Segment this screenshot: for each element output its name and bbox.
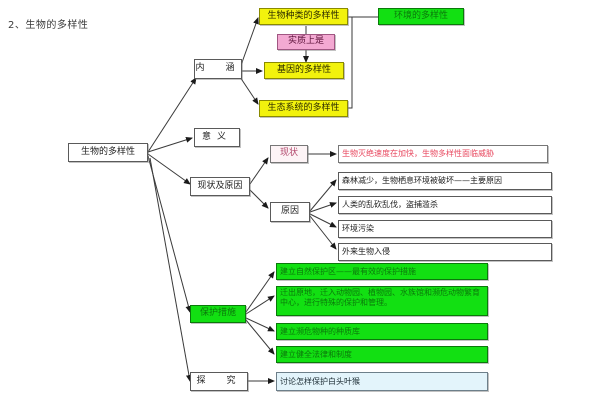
node-cause-1[interactable]: 森林减少，生物栖息环境被破坏——主要原因	[338, 172, 552, 190]
node-gene-diversity[interactable]: 基因的多样性	[264, 62, 344, 79]
node-significance[interactable]: 意义	[194, 128, 240, 147]
node-measures[interactable]: 保护措施	[190, 305, 246, 323]
node-cause-2[interactable]: 人类的乱砍乱伐，盗捕滥杀	[338, 196, 552, 214]
node-status-and-causes[interactable]: 现状及原因	[190, 177, 250, 196]
node-environment-diversity[interactable]: 环境的多样性	[378, 8, 464, 25]
node-measure-3[interactable]: 建立濒危物种的种质库	[276, 323, 488, 340]
node-status[interactable]: 现状	[270, 145, 308, 163]
node-essence-is[interactable]: 实质上是	[277, 34, 335, 50]
page-title: 2、生物的多样性	[8, 20, 89, 31]
node-status-label: 现状	[279, 148, 298, 159]
node-cause-3-label: 环境污染	[342, 224, 374, 233]
node-inquiry-detail[interactable]: 讨论怎样保护白头叶猴	[276, 372, 488, 391]
node-connotation[interactable]: 内 涵	[194, 59, 242, 79]
node-measure-2-label: 迁出原地，迁入动物园、植物园、水族馆和濒危动物繁育中心，进行特殊的保护和管理。	[280, 288, 480, 307]
node-cause-4[interactable]: 外来生物入侵	[338, 243, 552, 261]
node-measure-4[interactable]: 建立健全法律和制度	[276, 346, 488, 363]
node-species-diversity-label: 生物种类的多样性	[267, 10, 340, 21]
node-cause-1-label: 森林减少，生物栖息环境被破坏——主要原因	[342, 176, 502, 185]
node-connotation-label: 内 涵	[195, 63, 241, 74]
node-measure-1-label: 建立自然保护区——最有效的保护措施	[280, 266, 416, 276]
node-inquiry-label: 探 究	[196, 375, 242, 386]
node-environment-diversity-label: 环境的多样性	[393, 10, 448, 21]
node-measure-1[interactable]: 建立自然保护区——最有效的保护措施	[276, 263, 488, 280]
node-cause-3[interactable]: 环境污染	[338, 220, 552, 238]
node-measures-label: 保护措施	[199, 308, 236, 319]
node-measure-4-label: 建立健全法律和制度	[280, 349, 352, 359]
node-essence-is-label: 实质上是	[287, 36, 324, 47]
node-causes[interactable]: 原因	[270, 202, 310, 222]
node-status-and-causes-label: 现状及原因	[197, 180, 243, 191]
node-significance-label: 意义	[201, 131, 232, 142]
node-measure-3-label: 建立濒危物种的种质库	[280, 326, 360, 336]
node-ecosystem-diversity[interactable]: 生态系统的多样性	[259, 100, 348, 117]
node-gene-diversity-label: 基因的多样性	[276, 64, 331, 75]
node-measure-2[interactable]: 迁出原地，迁入动物园、植物园、水族馆和濒危动物繁育中心，进行特殊的保护和管理。	[276, 286, 488, 316]
node-status-detail-label: 生物灭绝速度在加快，生物多样性面临威胁	[342, 149, 494, 158]
node-cause-2-label: 人类的乱砍乱伐，盗捕滥杀	[342, 200, 438, 209]
node-inquiry[interactable]: 探 究	[190, 372, 248, 391]
node-causes-label: 原因	[280, 206, 299, 217]
node-ecosystem-diversity-label: 生态系统的多样性	[267, 102, 340, 113]
node-status-detail[interactable]: 生物灭绝速度在加快，生物多样性面临威胁	[338, 145, 548, 163]
node-root[interactable]: 生物的多样性	[68, 143, 148, 162]
node-species-diversity[interactable]: 生物种类的多样性	[259, 8, 348, 25]
node-root-label: 生物的多样性	[80, 146, 135, 157]
node-cause-4-label: 外来生物入侵	[342, 247, 390, 256]
node-inquiry-detail-label: 讨论怎样保护白头叶猴	[280, 376, 360, 386]
